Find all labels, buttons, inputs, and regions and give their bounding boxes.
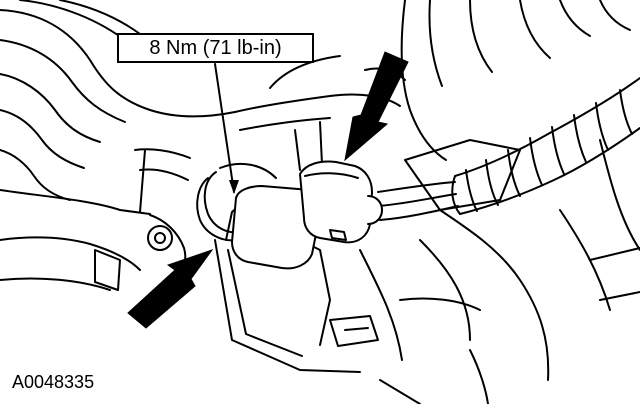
upper-left-housing [0, 0, 236, 201]
figure-id-label: A0048335 [12, 372, 95, 392]
callout-leader-arrowhead [229, 180, 239, 194]
wiring-conduit [377, 77, 640, 221]
left-bracket [0, 148, 191, 291]
indicator-arrow-lower-left [127, 249, 214, 329]
lower-mount [214, 239, 489, 404]
callout-leader [214, 63, 235, 193]
indicator-arrow-upper-right [344, 51, 409, 162]
torque-callout-box: 8 Nm (71 lb-in) [117, 33, 314, 63]
right-housing [400, 0, 640, 381]
torque-callout-label: 8 Nm (71 lb-in) [149, 37, 282, 59]
connector-body [231, 160, 383, 270]
